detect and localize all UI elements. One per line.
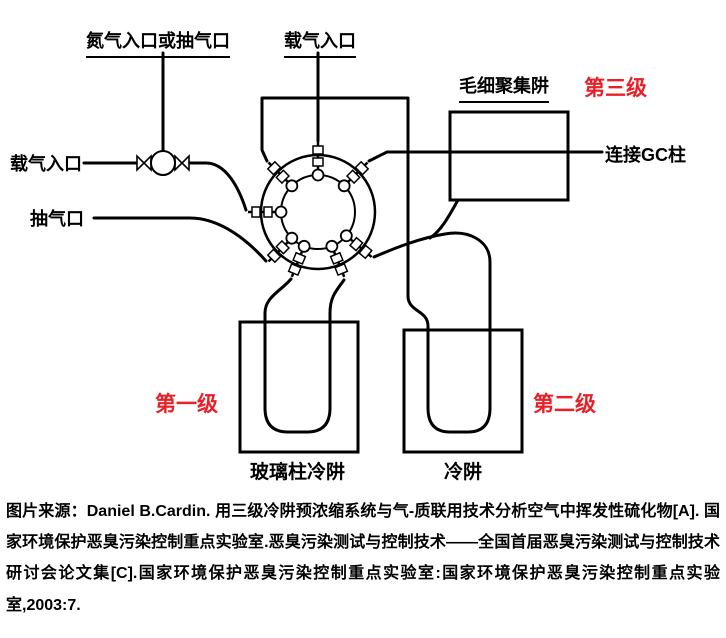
valve-port-top (311, 142, 325, 182)
valve-port-topleft (266, 160, 299, 193)
label-capillary-trap: 毛细聚集阱 (459, 72, 549, 103)
line-gc-column (367, 150, 604, 163)
valve-port-bottom2 (325, 239, 349, 278)
label-carrier-gas-inlet-left: 载气入口 (10, 154, 82, 174)
label-stage1: 第一级 (155, 393, 218, 416)
label-nitrogen-or-pump-inlet: 氮气入口或抽气口 (86, 27, 230, 58)
rotary-valve (248, 142, 377, 278)
label-connect-gc-column: 连接GC柱 (605, 145, 686, 165)
valve-port-bottomright (339, 229, 373, 260)
glass-trap-box (238, 320, 360, 454)
label-stage2: 第二级 (533, 393, 596, 416)
valve-port-bottomleft (266, 231, 299, 264)
capillary-trap-box (448, 110, 570, 202)
label-pump-port: 抽气口 (30, 209, 84, 229)
line-valve-to-rotor (187, 161, 248, 212)
cold-trap-box (402, 328, 524, 454)
three-way-valve (136, 150, 190, 176)
line-pump-port (92, 216, 268, 263)
label-carrier-gas-inlet-top: 载气入口 (284, 27, 356, 58)
label-cold-trap: 冷阱 (444, 462, 483, 483)
valve-port-bottom1 (287, 239, 311, 278)
tube-capillary-stub (428, 198, 460, 240)
valve-port-topright (337, 160, 370, 193)
valve-port-left (248, 205, 288, 219)
tube-trap1-loop (263, 277, 346, 434)
label-stage3: 第三级 (584, 77, 647, 100)
tube-trap2-loop (260, 96, 492, 434)
diagram-canvas (82, 51, 604, 454)
figure-caption: 图片来源：Daniel B.Cardin. 用三级冷阱预浓缩系统与气-质联用技术… (6, 503, 720, 614)
label-glass-column-cold-trap: 玻璃柱冷阱 (250, 462, 346, 483)
